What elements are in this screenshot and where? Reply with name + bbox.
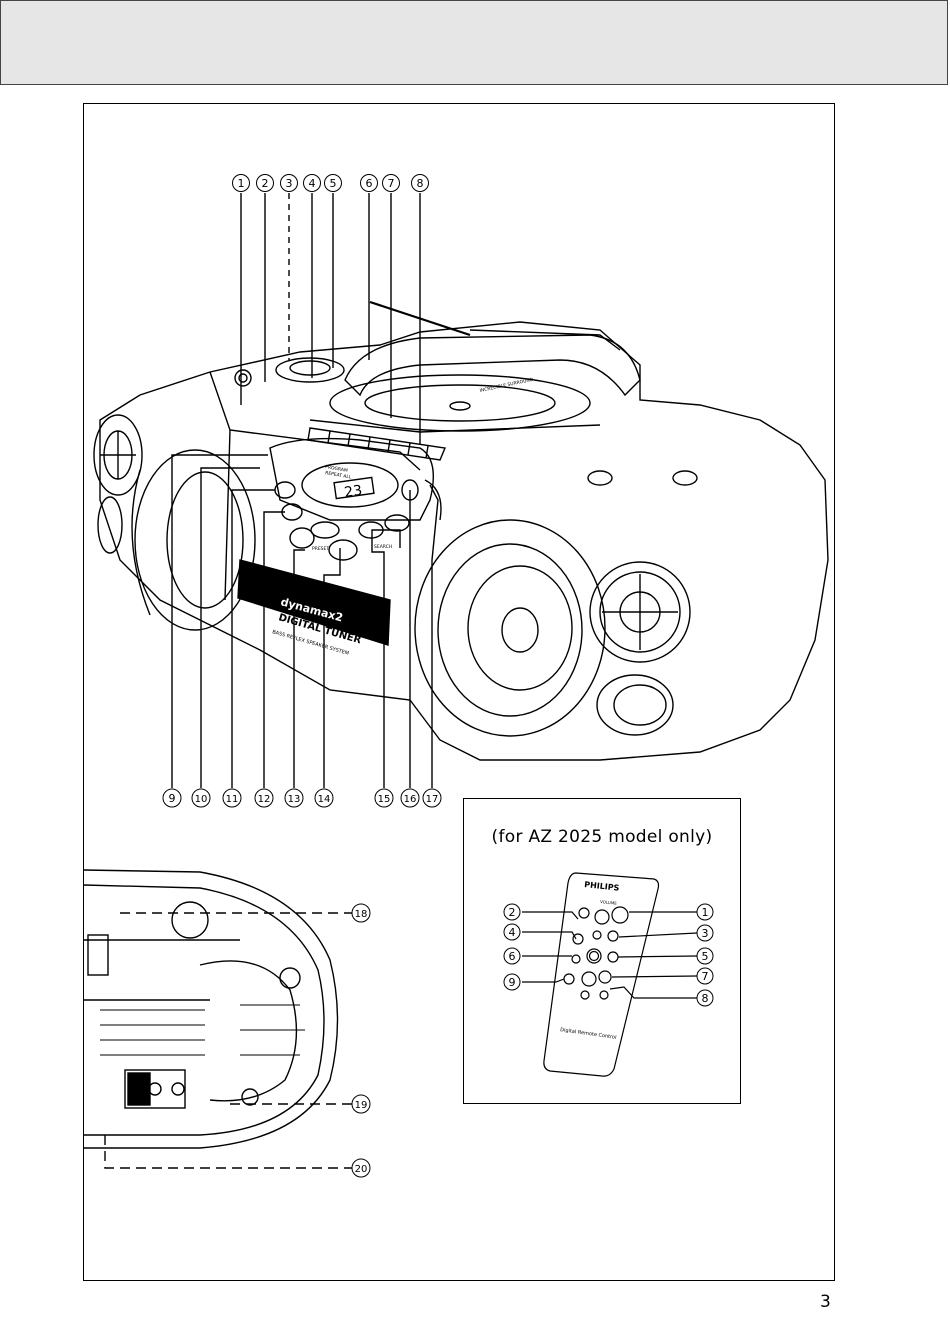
display-digits: 23 <box>343 483 363 501</box>
remote-callout-4: 4 <box>503 923 521 941</box>
search-label: SEARCH <box>374 544 392 550</box>
content-frame <box>83 103 835 1281</box>
svg-text:18: 18 <box>355 909 368 920</box>
callout-2: 2 <box>256 174 274 192</box>
svg-text:8: 8 <box>417 177 424 190</box>
callout-8: 8 <box>411 174 429 192</box>
callout-15: 15 <box>374 788 394 808</box>
remote-callout-5: 5 <box>696 947 714 965</box>
callout-1: 1 <box>232 174 250 192</box>
repeat-label: REPEAT ALL <box>325 470 353 481</box>
callout-10: 10 <box>191 788 211 808</box>
remote-caption: (for AZ 2025 model only) <box>491 827 713 847</box>
callout-19: 19 <box>351 1094 371 1114</box>
callout-4: 4 <box>303 174 321 192</box>
callout-14: 14 <box>314 788 334 808</box>
remote-footer-label: Digital Remote Control <box>560 1027 617 1041</box>
remote-callout-9: 9 <box>503 973 521 991</box>
callout-11: 11 <box>222 788 242 808</box>
svg-text:8: 8 <box>702 992 709 1005</box>
svg-text:13: 13 <box>288 794 301 805</box>
svg-text:1: 1 <box>238 177 245 190</box>
svg-text:16: 16 <box>404 794 417 805</box>
remote-callout-8: 8 <box>696 989 714 1007</box>
svg-text:14: 14 <box>318 794 331 805</box>
svg-text:6: 6 <box>509 950 516 963</box>
remote-callout-7: 7 <box>696 967 714 985</box>
callout-18: 18 <box>351 903 371 923</box>
callout-12: 12 <box>254 788 274 808</box>
svg-text:9: 9 <box>509 976 516 989</box>
remote-callout-3: 3 <box>696 924 714 942</box>
preset-label: PRESET <box>312 546 329 552</box>
callout-9: 9 <box>162 788 182 808</box>
svg-text:1: 1 <box>702 906 709 919</box>
remote-control-box: (for AZ 2025 model only) <box>463 798 741 1104</box>
page-number: 3 <box>820 1292 831 1312</box>
svg-text:17: 17 <box>426 794 439 805</box>
callout-16: 16 <box>400 788 420 808</box>
svg-text:5: 5 <box>702 950 709 963</box>
callout-3: 3 <box>280 174 298 192</box>
callout-6: 6 <box>360 174 378 192</box>
remote-callout-1: 1 <box>696 903 714 921</box>
svg-text:4: 4 <box>309 177 316 190</box>
svg-text:2: 2 <box>262 177 269 190</box>
svg-text:12: 12 <box>258 794 271 805</box>
svg-text:7: 7 <box>702 970 709 983</box>
remote-callout-6: 6 <box>503 947 521 965</box>
svg-text:6: 6 <box>366 177 373 190</box>
svg-text:10: 10 <box>195 794 208 805</box>
remote-callout-2: 2 <box>503 903 521 921</box>
svg-text:15: 15 <box>378 794 391 805</box>
svg-text:3: 3 <box>286 177 293 190</box>
svg-text:7: 7 <box>388 177 395 190</box>
header-bar <box>0 0 948 85</box>
svg-text:4: 4 <box>509 926 516 939</box>
callout-7: 7 <box>382 174 400 192</box>
callout-20: 20 <box>351 1158 371 1178</box>
callout-5: 5 <box>324 174 342 192</box>
remote-illustration: PHILIPS VOLUME Digital Remote Control 2 … <box>503 872 714 1077</box>
svg-text:20: 20 <box>355 1164 368 1175</box>
callout-13: 13 <box>284 788 304 808</box>
svg-text:5: 5 <box>330 177 337 190</box>
svg-text:3: 3 <box>702 927 709 940</box>
svg-text:2: 2 <box>509 906 516 919</box>
svg-text:19: 19 <box>355 1100 368 1111</box>
svg-text:9: 9 <box>169 792 176 805</box>
callout-17: 17 <box>422 788 442 808</box>
lid-label: INCREDIBLE SURROUND <box>479 377 534 394</box>
program-label: PROGRAM <box>325 464 349 474</box>
remote-volume-label: VOLUME <box>600 899 618 906</box>
remote-brand: PHILIPS <box>584 880 620 893</box>
svg-text:11: 11 <box>226 794 239 805</box>
